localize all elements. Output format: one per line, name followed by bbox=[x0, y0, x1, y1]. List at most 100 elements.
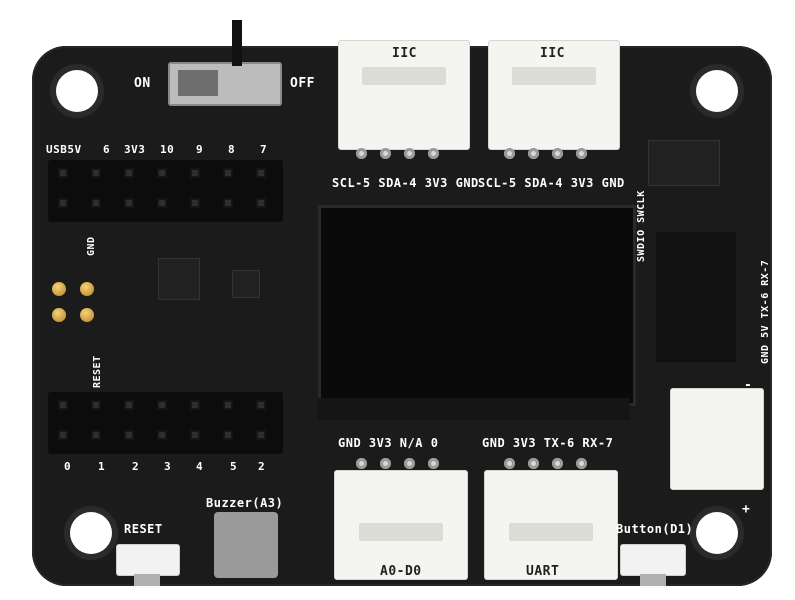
top-header-pin bbox=[190, 168, 200, 178]
iic-right-pad-3 bbox=[552, 148, 563, 159]
bottom-header-pin bbox=[190, 430, 200, 440]
eeprom-chip bbox=[648, 140, 720, 186]
left-reset-label: RESET bbox=[92, 355, 103, 388]
top-header-label-5: 8 bbox=[228, 143, 236, 156]
bottom-header-label-6: 2 bbox=[258, 460, 266, 473]
oled-ribbon bbox=[318, 398, 630, 420]
iic-right-connector[interactable] bbox=[488, 40, 620, 150]
a0d0-pad-2 bbox=[380, 458, 391, 469]
bottom-header-pin bbox=[190, 400, 200, 410]
uart-pad-3 bbox=[552, 458, 563, 469]
bottom-header-pin bbox=[223, 400, 233, 410]
bottom-header-label-5: 5 bbox=[230, 460, 238, 473]
button-label: Button(D1) bbox=[616, 522, 694, 536]
iic-right-label: IIC bbox=[540, 46, 565, 61]
top-header-pin bbox=[58, 198, 68, 208]
a0d0-pad-3 bbox=[404, 458, 415, 469]
reset-button-knob bbox=[134, 574, 160, 586]
bottom-header-pin bbox=[223, 430, 233, 440]
power-switch-slider bbox=[178, 70, 218, 96]
bottom-header-pin bbox=[58, 400, 68, 410]
iic-left-pad-2 bbox=[380, 148, 391, 159]
iic-right-pad-4 bbox=[576, 148, 587, 159]
buzzer bbox=[214, 512, 278, 578]
a0d0-pad-1 bbox=[356, 458, 367, 469]
uart-pad-2 bbox=[528, 458, 539, 469]
main-chip bbox=[158, 258, 200, 300]
top-header-pin bbox=[124, 198, 134, 208]
top-header-label-0: USB5V bbox=[46, 143, 82, 156]
reset-button[interactable] bbox=[116, 544, 180, 576]
top-header-label-4: 9 bbox=[196, 143, 204, 156]
iic-left-pad-4 bbox=[428, 148, 439, 159]
uart-pad-4 bbox=[576, 458, 587, 469]
iic-left-connector[interactable] bbox=[338, 40, 470, 150]
top-header-label-1: 6 bbox=[103, 143, 111, 156]
top-header-label-2: 3V3 bbox=[124, 143, 146, 156]
right-jumper-label-2: GND 5V TX-6 RX-7 bbox=[760, 259, 771, 364]
right-jumper-block bbox=[656, 232, 736, 362]
uart-pin-labels: GND 3V3 TX-6 RX-7 bbox=[482, 436, 614, 450]
a0d0-pin-labels: GND 3V3 N/A 0 bbox=[338, 436, 439, 450]
battery-minus: - bbox=[744, 378, 753, 393]
bottom-header-label-2: 2 bbox=[132, 460, 140, 473]
bottom-header-pin bbox=[157, 430, 167, 440]
battery-connector[interactable] bbox=[670, 388, 764, 490]
bottom-header-pin bbox=[124, 400, 134, 410]
iic-right-pad-1 bbox=[504, 148, 515, 159]
iic-right-pin-labels: SCL-5 SDA-4 3V3 GND bbox=[478, 176, 625, 190]
reset-label: RESET bbox=[124, 522, 163, 536]
user-button-knob bbox=[640, 574, 666, 586]
iic-left-pad-3 bbox=[404, 148, 415, 159]
swd-pad-1 bbox=[52, 282, 66, 296]
a0d0-pad-4 bbox=[428, 458, 439, 469]
mounting-hole-bottom-right bbox=[696, 512, 738, 554]
mounting-hole-top-right bbox=[696, 70, 738, 112]
top-header-pin bbox=[124, 168, 134, 178]
top-header-label-3: 10 bbox=[160, 143, 175, 156]
top-header-pin bbox=[157, 198, 167, 208]
bottom-header-label-1: 1 bbox=[98, 460, 106, 473]
iic-left-pin-labels: SCL-5 SDA-4 3V3 GND bbox=[332, 176, 479, 190]
uart-connector[interactable] bbox=[484, 470, 618, 580]
switch-off-label: OFF bbox=[290, 76, 315, 91]
bottom-header-label-3: 3 bbox=[164, 460, 172, 473]
left-gnd-label: GND bbox=[86, 236, 97, 256]
bottom-header-pin bbox=[58, 430, 68, 440]
top-header-label-6: 7 bbox=[260, 143, 268, 156]
switch-on-label: ON bbox=[134, 76, 151, 91]
bottom-header-pin bbox=[157, 400, 167, 410]
top-header-pin bbox=[157, 168, 167, 178]
bottom-header-pin bbox=[124, 430, 134, 440]
bottom-header-pin bbox=[91, 430, 101, 440]
buzzer-label: Buzzer(A3) bbox=[206, 496, 284, 510]
iic-left-pad-1 bbox=[356, 148, 367, 159]
bottom-header-label-4: 4 bbox=[196, 460, 204, 473]
user-button[interactable] bbox=[620, 544, 686, 576]
top-header-pin bbox=[190, 198, 200, 208]
right-jumper-label-1: SWDIO SWCLK bbox=[636, 190, 647, 262]
top-header-pin bbox=[91, 198, 101, 208]
power-switch-tab bbox=[232, 20, 242, 66]
oled-display bbox=[318, 205, 636, 406]
battery-plus: + bbox=[742, 502, 751, 517]
a0d0-label: A0-D0 bbox=[380, 564, 422, 579]
iic-right-pad-2 bbox=[528, 148, 539, 159]
swd-pad-2 bbox=[80, 282, 94, 296]
a0d0-connector[interactable] bbox=[334, 470, 468, 580]
swd-pad-4 bbox=[80, 308, 94, 322]
top-header-pin bbox=[256, 198, 266, 208]
top-header-pin bbox=[223, 168, 233, 178]
swd-pad-3 bbox=[52, 308, 66, 322]
iic-left-label: IIC bbox=[392, 46, 417, 61]
bottom-header-pin bbox=[256, 400, 266, 410]
mounting-hole-bottom-left bbox=[70, 512, 112, 554]
small-chip bbox=[232, 270, 260, 298]
top-header-pin bbox=[58, 168, 68, 178]
bottom-header-pin bbox=[256, 430, 266, 440]
mounting-hole-top-left bbox=[56, 70, 98, 112]
uart-pad-1 bbox=[504, 458, 515, 469]
bottom-header-label-0: 0 bbox=[64, 460, 72, 473]
top-header-pin bbox=[223, 198, 233, 208]
